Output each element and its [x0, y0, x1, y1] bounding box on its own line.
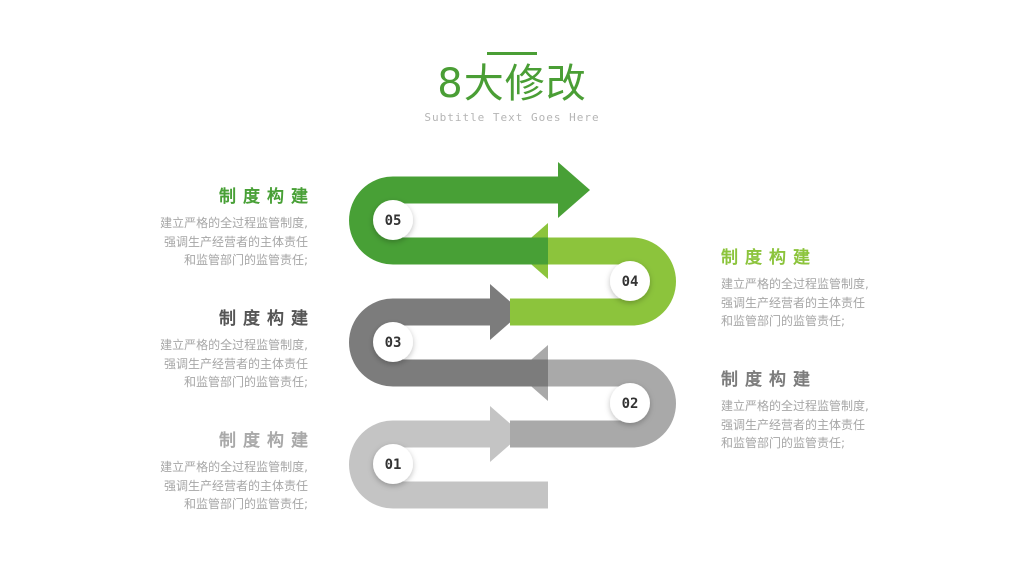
band-04-body	[510, 237, 676, 326]
block-description: 建立严格的全过程监管制度, 强调生产经营者的主体责任 和监管部门的监管责任;	[160, 460, 308, 511]
step-marker-02: 02	[610, 383, 650, 423]
band-05-body	[349, 176, 558, 265]
band-01-body	[349, 420, 548, 509]
step-marker-05: 05	[373, 200, 413, 240]
step-number-05: 05	[385, 213, 402, 229]
block-heading: 制度构建	[219, 431, 315, 451]
band-05-arrowhead	[558, 162, 590, 218]
band-02-body	[510, 359, 676, 448]
text-block-extra: 制度构建 建立严格的全过程监管制度, 强调生产经营者的主体责任 和监管部门的监管…	[108, 426, 308, 514]
step-number-04: 04	[622, 274, 639, 290]
step-number-02: 02	[622, 396, 639, 412]
title-accent-bar	[487, 52, 537, 55]
step-number-03: 03	[385, 335, 402, 351]
text-block-step-02: 制度构建 建立严格的全过程监管制度, 强调生产经营者的主体责任 和监管部门的监管…	[721, 365, 921, 453]
block-description: 建立严格的全过程监管制度, 强调生产经营者的主体责任 和监管部门的监管责任;	[721, 399, 869, 450]
block-heading: 制度构建	[219, 309, 315, 329]
band-01-arrowhead	[490, 406, 522, 462]
block-heading: 制度构建	[721, 248, 817, 268]
text-block-step-03: 制度构建 建立严格的全过程监管制度, 强调生产经营者的主体责任 和监管部门的监管…	[108, 304, 308, 392]
text-block-step-04: 制度构建 建立严格的全过程监管制度, 强调生产经营者的主体责任 和监管部门的监管…	[721, 243, 921, 331]
text-block-step-05: 制度构建 建立严格的全过程监管制度, 强调生产经营者的主体责任 和监管部门的监管…	[108, 182, 308, 270]
band-step-05	[349, 162, 590, 265]
band-03-arrowhead	[490, 284, 522, 340]
block-description: 建立严格的全过程监管制度, 强调生产经营者的主体责任 和监管部门的监管责任;	[160, 216, 308, 267]
block-heading: 制度构建	[219, 187, 315, 207]
page-title: 8大修改	[437, 61, 587, 107]
block-description: 建立严格的全过程监管制度, 强调生产经营者的主体责任 和监管部门的监管责任;	[160, 338, 308, 389]
band-step-01	[349, 406, 548, 509]
page-subtitle: Subtitle Text Goes Here	[424, 111, 600, 124]
block-description: 建立严格的全过程监管制度, 强调生产经营者的主体责任 和监管部门的监管责任;	[721, 277, 869, 328]
block-heading: 制度构建	[721, 370, 817, 390]
step-number-01: 01	[385, 457, 402, 473]
step-marker-04: 04	[610, 261, 650, 301]
band-step-03	[349, 284, 548, 387]
band-03-body	[349, 298, 548, 387]
step-marker-03: 03	[373, 322, 413, 362]
step-marker-01: 01	[373, 444, 413, 484]
